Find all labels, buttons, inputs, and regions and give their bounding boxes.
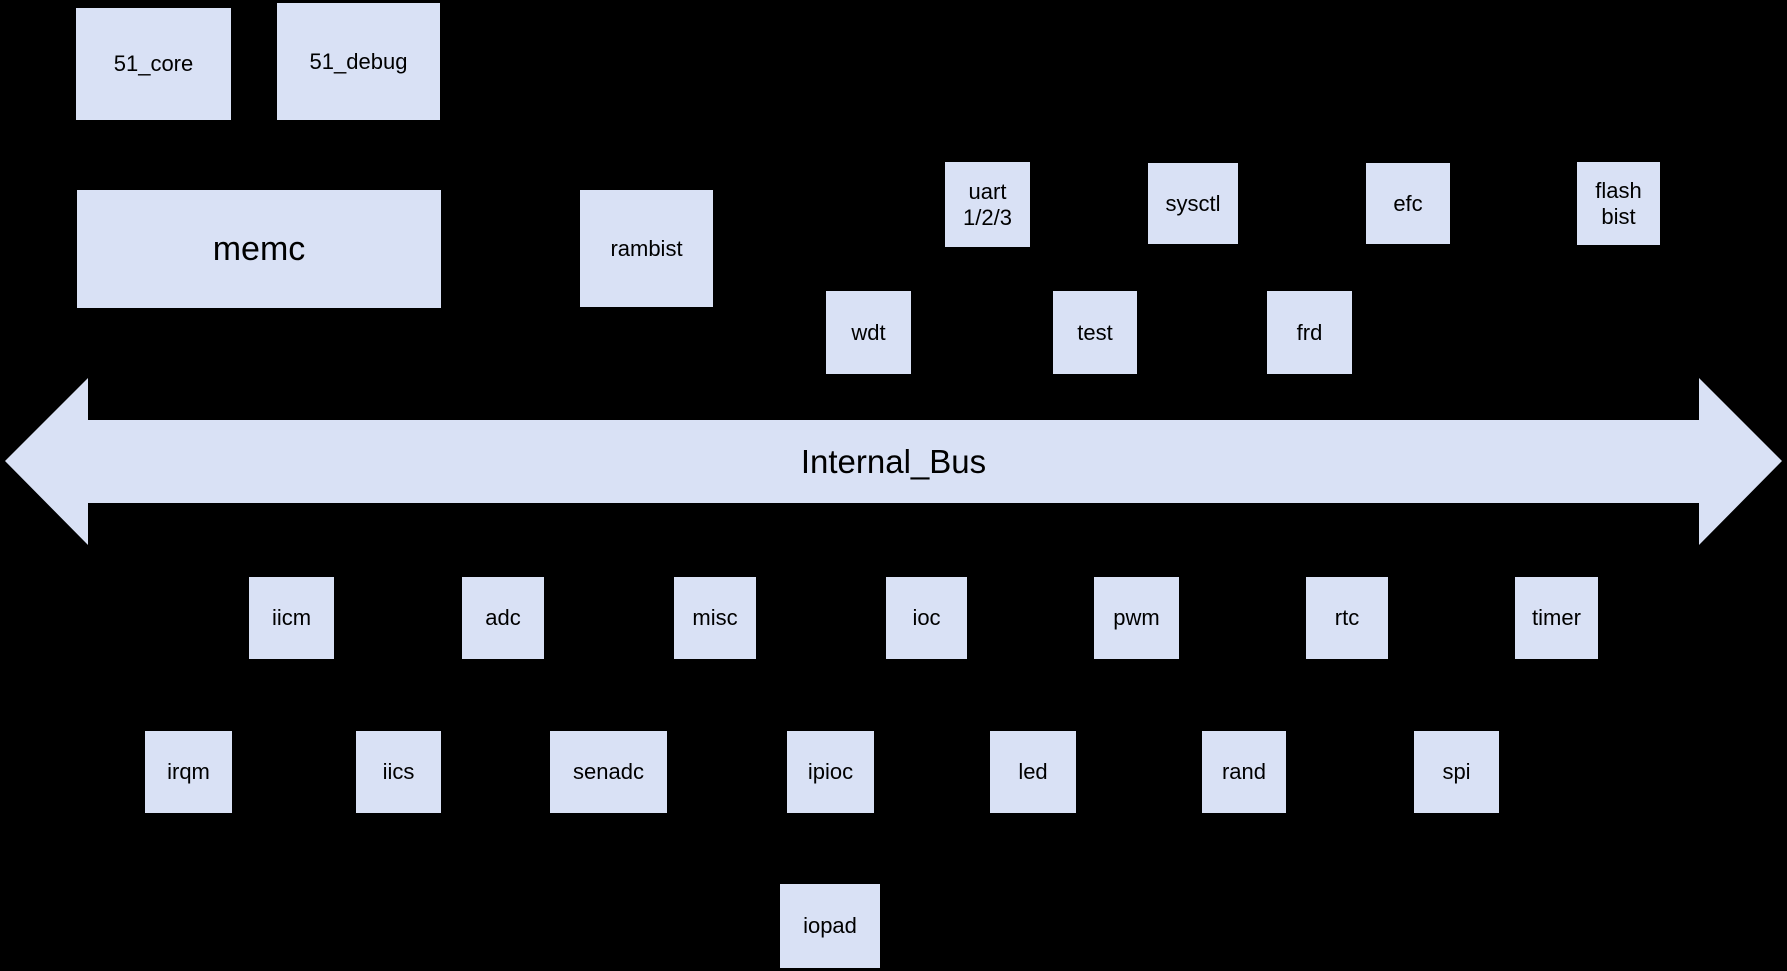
block-label: led — [1018, 759, 1048, 784]
block-label: efc — [1393, 190, 1423, 216]
block-label: senadc — [573, 759, 644, 784]
block-spi: spi — [1414, 731, 1499, 813]
block-pwm: pwm — [1094, 577, 1179, 659]
block-test: test — [1053, 291, 1137, 374]
block-adc: adc — [462, 577, 544, 659]
block-timer: timer — [1515, 577, 1598, 659]
block-irqm: irqm — [145, 731, 232, 813]
block-label: pwm — [1113, 605, 1160, 630]
block-flash-bist: flash bist — [1577, 162, 1660, 245]
block-sysctl: sysctl — [1148, 163, 1238, 244]
block-iics: iics — [356, 731, 441, 813]
block-51-core: 51_core — [76, 8, 231, 120]
block-label: wdt — [851, 319, 886, 345]
block-uart-123: uart 1/2/3 — [945, 162, 1030, 247]
block-label: adc — [485, 605, 521, 630]
block-label: memc — [212, 230, 306, 268]
block-rtc: rtc — [1306, 577, 1388, 659]
block-label: spi — [1442, 759, 1471, 784]
block-label: iopad — [803, 913, 857, 938]
block-label: 51_debug — [309, 48, 408, 74]
block-label: ipioc — [807, 759, 854, 784]
block-misc: misc — [674, 577, 756, 659]
block-ipioc: ipioc — [787, 731, 874, 813]
block-label: sysctl — [1165, 190, 1221, 216]
block-memc: memc — [77, 190, 441, 308]
block-iicm: iicm — [249, 577, 334, 659]
block-led: led — [990, 731, 1076, 813]
block-51-debug: 51_debug — [277, 3, 440, 120]
block-wdt: wdt — [826, 291, 911, 374]
block-efc: efc — [1366, 163, 1450, 244]
block-frd: frd — [1267, 291, 1352, 374]
block-label: rtc — [1334, 605, 1360, 630]
block-rand: rand — [1202, 731, 1286, 813]
block-iopad: iopad — [780, 884, 880, 968]
block-label: timer — [1532, 605, 1581, 630]
internal-bus-label: Internal_Bus — [800, 442, 987, 480]
block-label-line1: flash — [1595, 177, 1642, 203]
block-label: 51_core — [113, 51, 194, 76]
block-label: test — [1077, 319, 1113, 345]
block-label: ioc — [912, 605, 941, 630]
block-rambist: rambist — [580, 190, 713, 307]
block-label: rand — [1221, 759, 1267, 784]
block-label: misc — [692, 605, 738, 630]
internal-bus-arrow: Internal_Bus — [5, 378, 1782, 545]
block-label-line1: uart — [968, 178, 1007, 204]
block-ioc: ioc — [886, 577, 967, 659]
block-label: rambist — [610, 235, 683, 261]
block-senadc: senadc — [550, 731, 667, 813]
block-label-line2: 1/2/3 — [963, 204, 1012, 230]
block-label: iicm — [271, 605, 312, 630]
block-label: frd — [1296, 319, 1323, 345]
block-label: iics — [382, 759, 415, 784]
block-label-line2: bist — [1601, 203, 1636, 229]
block-label: irqm — [167, 759, 210, 784]
